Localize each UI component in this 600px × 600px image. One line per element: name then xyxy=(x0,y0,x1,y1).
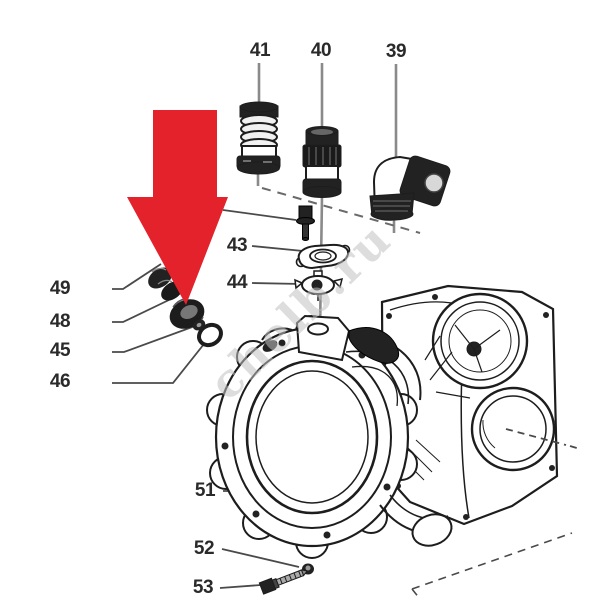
leader-43 xyxy=(251,245,304,252)
leader-53 xyxy=(219,584,262,589)
leader-52 xyxy=(221,548,300,568)
leader-48 xyxy=(112,298,172,323)
rear-crankcase-body xyxy=(380,284,559,526)
front-housing-ring xyxy=(206,314,453,559)
leader-49 xyxy=(112,263,162,290)
part-46-o-ring xyxy=(197,322,223,348)
part-40-cylinder-fitting xyxy=(302,126,342,198)
part-label-45: 45 xyxy=(49,340,71,361)
leader-46 xyxy=(112,343,205,384)
part-label-53: 53 xyxy=(192,577,214,598)
part-43-flange xyxy=(295,243,351,270)
part-label-41: 41 xyxy=(249,40,271,61)
part-44-valve xyxy=(294,270,344,301)
part-label-44: 44 xyxy=(226,272,248,293)
part-label-40: 40 xyxy=(310,40,332,61)
leader-45 xyxy=(112,325,196,353)
leader-44 xyxy=(251,282,303,285)
part-42-screw xyxy=(296,205,315,241)
dashed-outline-corner xyxy=(411,532,573,600)
part-label-49: 49 xyxy=(49,278,71,299)
leader-hidden-42 xyxy=(222,209,297,221)
part-label-51: 51 xyxy=(194,480,216,501)
part-label-48: 48 xyxy=(49,311,71,332)
red-callout-arrow xyxy=(127,110,228,305)
part-53-bolt xyxy=(258,569,309,595)
assembly-axis-dashed xyxy=(261,187,421,234)
dashed-pointer-lower-port xyxy=(505,428,581,450)
part-label-43: 43 xyxy=(226,235,248,256)
part-label-52: 52 xyxy=(193,538,215,559)
ring-bolt-holes xyxy=(221,339,391,539)
part-39-elbow-fitting xyxy=(369,155,451,221)
part-41-spring-plug xyxy=(236,101,281,175)
bottom-outlet-port xyxy=(379,494,453,547)
part-label-39: 39 xyxy=(385,41,407,62)
inlet-fitting xyxy=(261,314,400,364)
part-label-46: 46 xyxy=(49,371,71,392)
